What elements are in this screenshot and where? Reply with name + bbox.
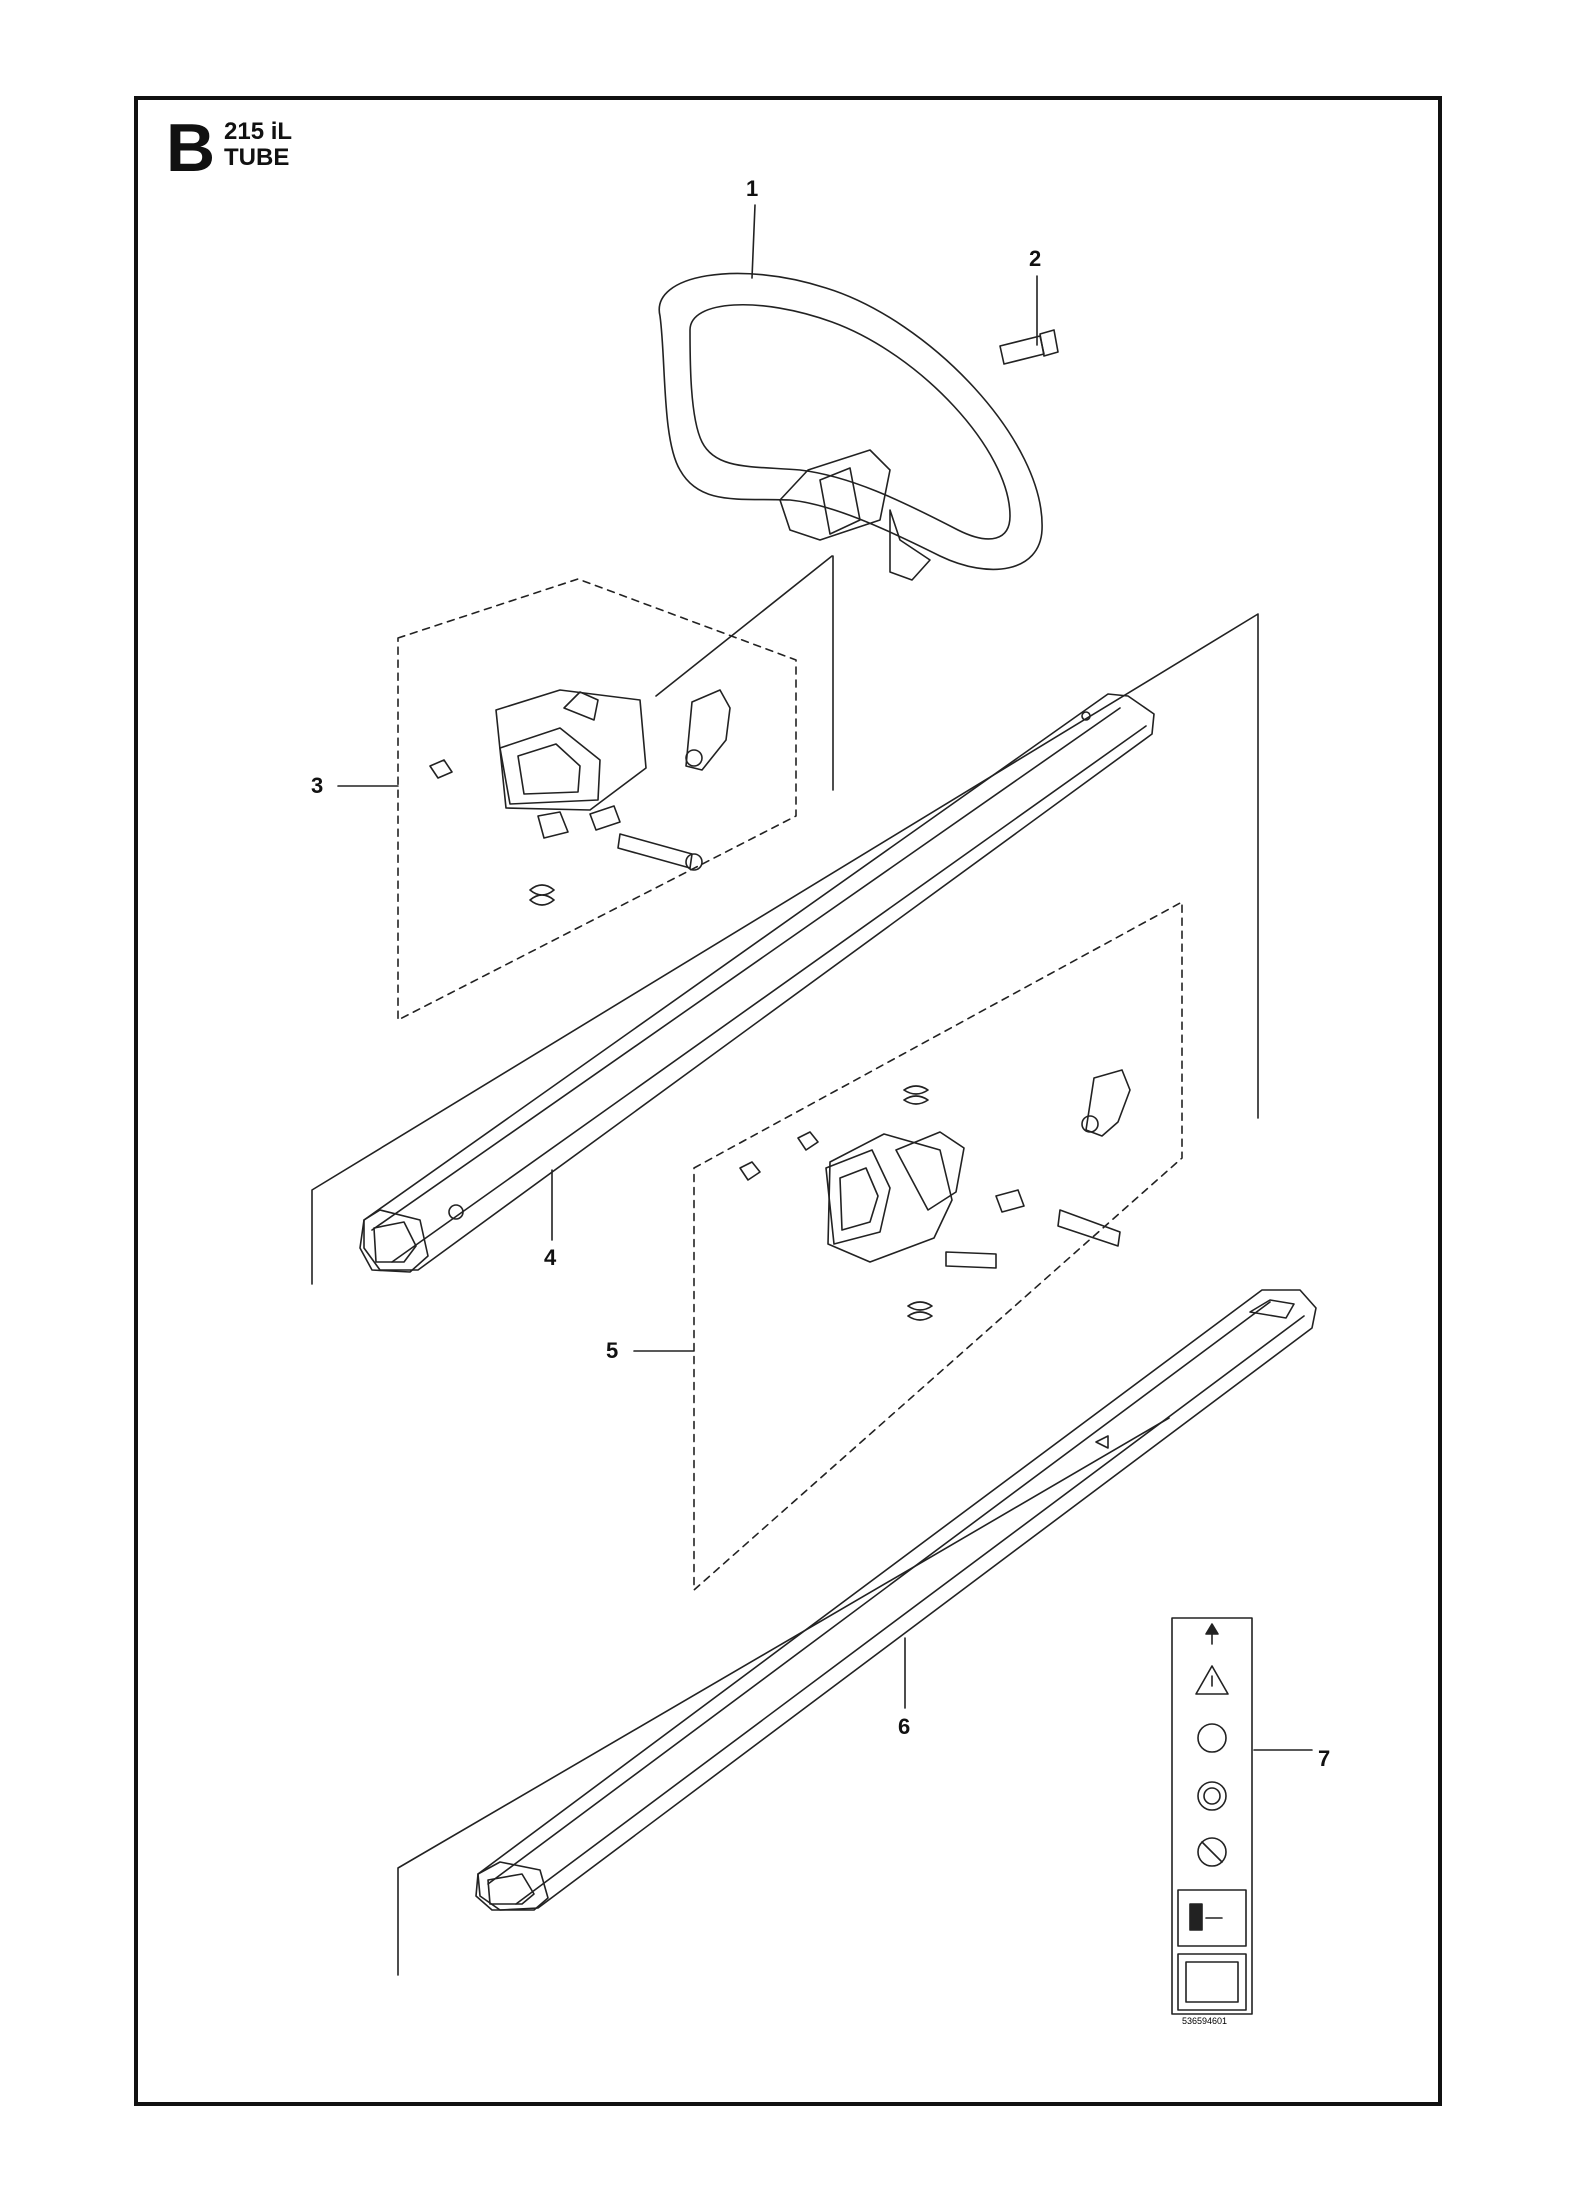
tube-upper-bracket xyxy=(311,613,1259,1285)
warning-triangle-icon xyxy=(1195,1665,1229,1695)
callout-7: 7 xyxy=(1318,1746,1331,1771)
handle-bolt xyxy=(999,329,1059,365)
callout-5: 5 xyxy=(606,1338,619,1363)
section-letter: B xyxy=(166,110,216,186)
upper-tube xyxy=(359,693,1155,1273)
kit-outline-3 xyxy=(397,578,797,1021)
decal-part-number: 536594601 xyxy=(1182,2016,1227,2026)
kit-outline-5 xyxy=(693,901,1183,1591)
callout-6: 6 xyxy=(898,1714,911,1739)
arrow-up-head xyxy=(1205,1623,1219,1635)
handle-bracket-kit-upper xyxy=(429,689,731,906)
callout-4: 4 xyxy=(544,1245,557,1270)
section-title: TUBE xyxy=(224,144,290,171)
tube-lower-bracket xyxy=(397,1417,1170,1976)
no-bystanders-icon xyxy=(1197,1837,1227,1867)
callout-3: 3 xyxy=(311,773,324,798)
loop-handle xyxy=(658,272,1043,581)
operator-manual-icon xyxy=(1177,1953,1247,2011)
safe-distance-icon xyxy=(1177,1889,1247,1947)
warning-decal xyxy=(1171,1617,1253,2015)
leader-1 xyxy=(751,204,756,279)
handle-bracket-kit-lower xyxy=(739,1069,1131,1321)
wear-protection-icon xyxy=(1197,1781,1227,1811)
callout-1: 1 xyxy=(746,176,759,201)
diagram-frame xyxy=(134,96,1442,2106)
read-manual-icon xyxy=(1197,1723,1227,1753)
kit3-leader xyxy=(655,555,833,697)
lower-tube xyxy=(475,1289,1317,1911)
callout-2: 2 xyxy=(1029,246,1042,271)
model-name: 215 iL xyxy=(224,118,293,145)
